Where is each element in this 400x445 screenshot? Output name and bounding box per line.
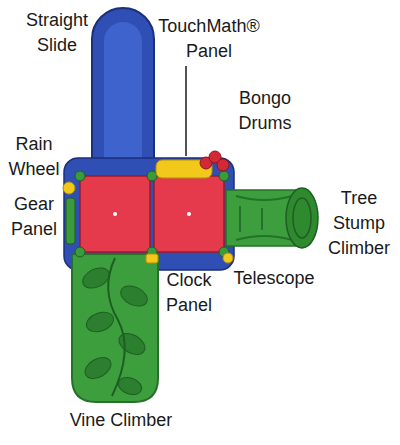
climber-detail	[236, 196, 292, 240]
part-label: Clock Panel	[160, 268, 218, 318]
part-label: TouchMath® Panel	[146, 14, 272, 64]
gear-panel	[66, 198, 75, 244]
clock-panel	[146, 254, 158, 263]
part-label: Bongo Drums	[232, 86, 298, 136]
bongo-drums	[200, 151, 229, 171]
telescope	[223, 253, 233, 263]
vine-leaves	[80, 264, 151, 398]
stump-end	[286, 188, 318, 248]
rain-wheel	[63, 182, 75, 194]
posts	[75, 171, 229, 257]
vine-climber	[72, 254, 158, 402]
deck-dot	[113, 212, 117, 216]
stump-ring	[293, 198, 311, 238]
vine-stem	[108, 258, 125, 396]
deck-right	[154, 176, 224, 252]
part-label: Tree Stump Climber	[322, 186, 396, 261]
part-label: Telescope	[228, 266, 320, 291]
deck-dot	[187, 212, 191, 216]
part-label: Rain Wheel	[4, 132, 64, 182]
leader-line	[185, 66, 187, 156]
deck-left	[80, 176, 150, 252]
part-label: Gear Panel	[4, 192, 64, 242]
part-label: Straight Slide	[16, 8, 98, 58]
part-label: Vine Climber	[56, 408, 186, 433]
